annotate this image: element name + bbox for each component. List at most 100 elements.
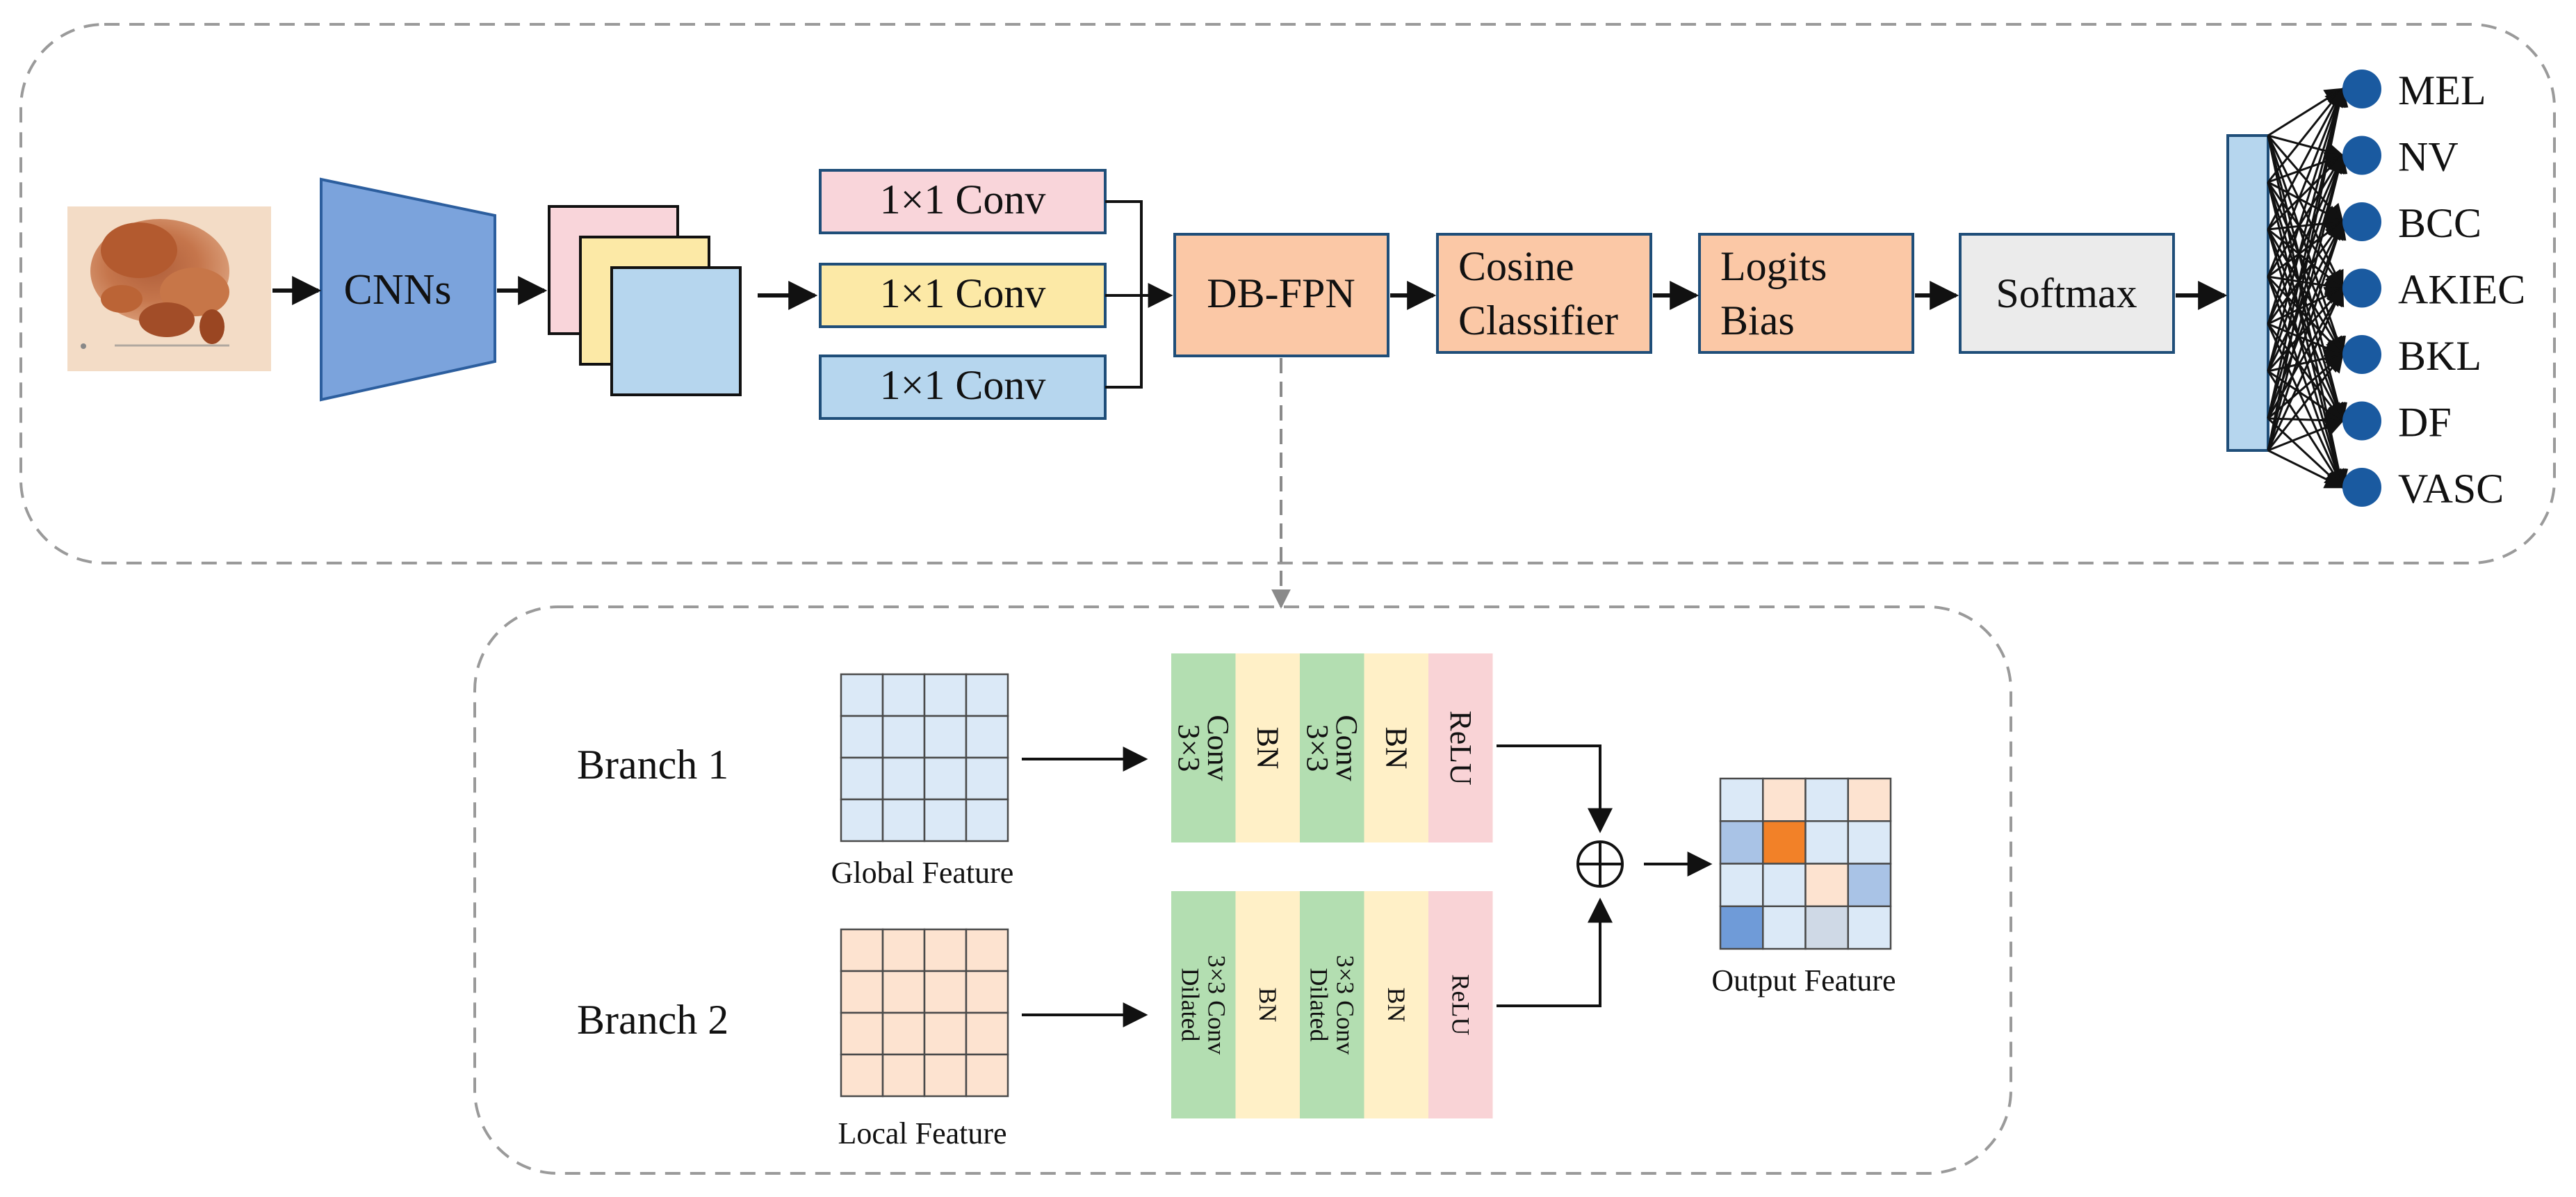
branch-block: [1171, 653, 1236, 842]
output-feature-grid: [1719, 777, 1892, 950]
branch-block: [1171, 891, 1236, 1118]
grid-cell: [1847, 777, 1892, 822]
db-fpn-detail-container: [473, 605, 2012, 1175]
grid-cell: [840, 1011, 884, 1056]
conv-1x1-blue: 1×1 Conv: [819, 355, 1107, 420]
cosine-classifier-block: Cosine Classifier: [1436, 233, 1652, 354]
grid-cell: [881, 928, 926, 972]
fc-connection-line: [2267, 229, 2344, 357]
class-node-nv: [2342, 136, 2381, 175]
local-feature-grid: [840, 928, 1009, 1098]
grid-cell: [1762, 863, 1807, 907]
fc-connection-line: [2267, 229, 2347, 489]
class-label-mel: MEL: [2398, 67, 2486, 113]
grid-cell: [1804, 863, 1849, 907]
grid-cell: [840, 1053, 884, 1098]
svg-text:Logits: Logits: [1720, 243, 1827, 289]
grid-cell: [923, 1011, 968, 1056]
grid-cell: [881, 715, 926, 759]
class-label-vasc: VASC: [2398, 466, 2504, 512]
grid-cell: [881, 798, 926, 842]
grid-cell: [1719, 905, 1764, 950]
svg-text:Cosine: Cosine: [1458, 243, 1574, 289]
fc-connection-line: [2267, 87, 2344, 230]
branch-block: [1364, 653, 1428, 842]
branch-block-label: Conv: [1330, 715, 1364, 781]
branch-block-label: Dilated: [1305, 968, 1332, 1042]
fc-connection-line: [2267, 370, 2344, 489]
grid-cell: [923, 928, 968, 972]
grid-cell: [881, 673, 926, 717]
grid-cell: [881, 1053, 926, 1098]
fc-connection-line: [2267, 87, 2345, 277]
grid-cell: [923, 715, 968, 759]
fc-connection-line: [2267, 220, 2346, 419]
svg-text:1×1 Conv: 1×1 Conv: [880, 362, 1046, 408]
grid-cell: [965, 673, 1009, 717]
branch-block: [1428, 653, 1493, 842]
global-feature-label: Global Feature: [831, 856, 1014, 890]
svg-text:1×1 Conv: 1×1 Conv: [880, 270, 1046, 316]
global-feature-grid: [840, 673, 1009, 842]
grid-cell: [923, 673, 968, 717]
class-node-bcc: [2342, 202, 2381, 241]
branch-block: [1235, 891, 1300, 1118]
grid-cell: [1719, 777, 1764, 822]
input-image: [67, 206, 271, 371]
grid-cell: [1762, 820, 1807, 865]
grid-cell: [923, 798, 968, 842]
grid-cell: [840, 756, 884, 801]
fc-connection-line: [2267, 154, 2344, 277]
fc-connection-line: [2267, 449, 2345, 489]
grid-cell: [965, 756, 1009, 801]
output-vector-bar: [2226, 134, 2269, 452]
grid-cell: [923, 756, 968, 801]
fully-connected-lines: [2267, 87, 2349, 489]
branch-arrows: [1022, 744, 1713, 1027]
fc-connection-line: [2267, 135, 2344, 290]
cnn-label: CNNs: [343, 266, 451, 314]
fc-connection-line: [2267, 276, 2344, 423]
fc-connection-line: [2267, 134, 2345, 161]
element-wise-sum-symbol: [1576, 840, 1624, 888]
branch-block-label: 3×3: [1172, 724, 1206, 772]
grid-cell: [1847, 820, 1892, 865]
cnn-backbone-block: [320, 177, 496, 402]
grid-cell: [840, 798, 884, 842]
db-fpn-block: DB-FPN: [1173, 233, 1389, 357]
branch-block-label: BN: [1379, 726, 1413, 769]
grid-cell: [965, 970, 1009, 1014]
svg-text:Softmax: Softmax: [1996, 270, 2137, 316]
branch-block-label: Conv: [1201, 715, 1235, 781]
branch-block: [1428, 891, 1493, 1118]
grid-cell: [1804, 777, 1849, 822]
class-node-df: [2342, 401, 2381, 441]
branch-block-label: BN: [1250, 726, 1285, 769]
fc-connection-line: [2267, 275, 2345, 295]
branch-block-label: 3×3 Conv: [1203, 955, 1230, 1054]
class-node-akiec: [2342, 268, 2381, 308]
class-node-mel: [2342, 70, 2381, 108]
fc-connection-line: [2267, 153, 2346, 372]
fc-connection-line: [2267, 181, 2347, 423]
svg-text:DB-FPN: DB-FPN: [1207, 270, 1355, 316]
svg-text:Bias: Bias: [1720, 298, 1795, 343]
branch-block: [1300, 891, 1364, 1118]
grid-cell: [1847, 905, 1892, 950]
fc-connection-line: [2267, 154, 2345, 325]
grid-cell: [1719, 820, 1764, 865]
softmax-block: Softmax: [1959, 233, 2175, 354]
grid-cell: [881, 1011, 926, 1056]
conv-1x1-pink: 1×1 Conv: [819, 169, 1107, 234]
grid-cell: [923, 1053, 968, 1098]
pipeline-arrows: [272, 276, 2228, 310]
grid-cell: [965, 1011, 1009, 1056]
grid-cell: [881, 756, 926, 801]
grid-cell: [1719, 863, 1764, 907]
grid-cell: [1804, 905, 1849, 950]
fc-connection-line: [2267, 323, 2345, 489]
conv-merge-connectors: [1105, 200, 1173, 389]
